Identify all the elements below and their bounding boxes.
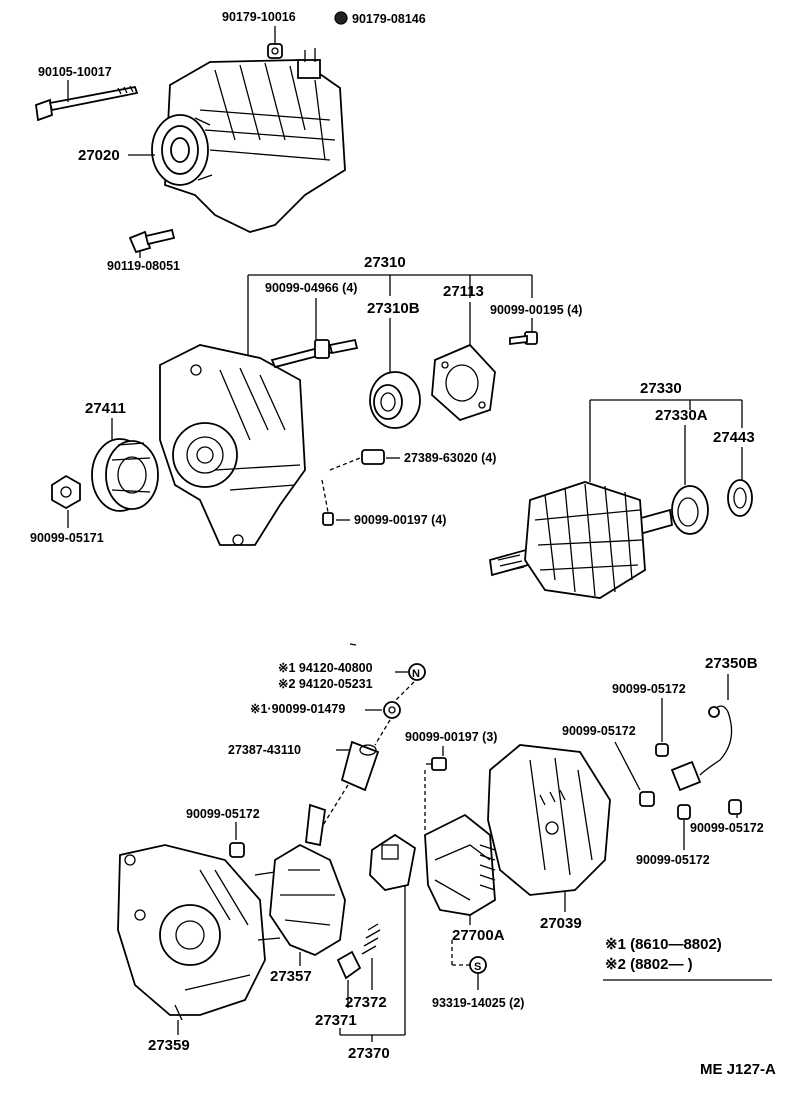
part-label-27357: 27357 bbox=[270, 968, 312, 985]
part-label-90099-05172-upper: 90099-05172 bbox=[612, 682, 686, 696]
part-label-27371: 27371 bbox=[315, 1012, 357, 1029]
part-label-27370: 27370 bbox=[348, 1045, 390, 1062]
screw-icon bbox=[426, 757, 447, 771]
part-label-90179-08146: 90179-08146 bbox=[352, 12, 426, 26]
screw-icon bbox=[509, 331, 538, 346]
bearing-cover-icon bbox=[727, 479, 753, 517]
nut-icon bbox=[677, 804, 691, 820]
part-label-27350B: 27350B bbox=[705, 655, 758, 672]
part-label-90099-00197-4: 90099-00197 (4) bbox=[354, 513, 446, 527]
bolt-icon bbox=[128, 228, 176, 254]
part-label-27113: 27113 bbox=[443, 283, 484, 300]
part-label-27387-43110: 27387-43110 bbox=[228, 743, 301, 757]
part-label-90099-05172-mid: 90099-05172 bbox=[562, 724, 636, 738]
part-label-27443: 27443 bbox=[713, 429, 755, 446]
stud-bolt-icon bbox=[270, 338, 359, 369]
diagram-code: ME J127-A bbox=[700, 1061, 776, 1078]
part-label-90099-05171: 90099-05171 bbox=[30, 531, 104, 545]
nut-symbol: N bbox=[412, 668, 420, 680]
part-label-94120-40800: ※1 94120-40800 bbox=[278, 661, 373, 675]
washer-icon bbox=[383, 701, 401, 719]
part-label-27310B: 27310B bbox=[367, 300, 420, 317]
part-label-90105-10017: 90105-10017 bbox=[38, 65, 112, 79]
part-label-27330: 27330 bbox=[640, 380, 682, 397]
voltage-regulator-drawing bbox=[424, 813, 496, 916]
part-label-90099-01479: ※1·90099-01479 bbox=[250, 702, 345, 716]
retainer-plate-icon bbox=[431, 343, 496, 422]
part-label-90099-04966: 90099-04966 (4) bbox=[265, 281, 357, 295]
nut-icon bbox=[51, 474, 81, 510]
nut-icon bbox=[229, 842, 245, 858]
brush-holder-drawing bbox=[369, 833, 416, 891]
part-label-27359: 27359 bbox=[148, 1037, 190, 1054]
through-bolt-icon bbox=[35, 85, 139, 122]
part-label-90099-05172-lower: 90099-05172 bbox=[636, 853, 710, 867]
terminal-insulator-icon bbox=[340, 740, 380, 792]
part-label-27330A: 27330A bbox=[655, 407, 708, 424]
drive-end-frame-drawing bbox=[159, 344, 306, 546]
legend-note-2: ※2 (8802— ) bbox=[605, 956, 693, 973]
part-label-27372: 27372 bbox=[345, 994, 387, 1011]
part-label-90099-05172-right: 90099-05172 bbox=[690, 821, 764, 835]
part-label-94120-05231: ※2 94120-05231 bbox=[278, 677, 373, 691]
part-label-27700A: 27700A bbox=[452, 927, 505, 944]
rotor-bearing-icon bbox=[671, 485, 709, 535]
part-label-27039: 27039 bbox=[540, 915, 582, 932]
nut-icon bbox=[655, 743, 669, 757]
pulley-icon bbox=[91, 438, 159, 512]
alternator-assembly-drawing bbox=[151, 48, 346, 233]
part-label-90179-10016: 90179-10016 bbox=[222, 10, 296, 24]
spacer-collar-icon bbox=[361, 449, 385, 465]
nut-icon bbox=[334, 11, 348, 25]
part-label-27020: 27020 bbox=[78, 147, 120, 164]
nut-icon bbox=[267, 43, 283, 59]
production-date-legend: ※1 (8610—8802) ※2 (8802— ) bbox=[603, 936, 772, 981]
screw-s-symbol-icon: S bbox=[469, 956, 487, 974]
terminal-lead-drawing bbox=[670, 705, 733, 792]
part-label-27389-63020: 27389-63020 (4) bbox=[404, 451, 496, 465]
screw-symbol: S bbox=[474, 961, 481, 973]
legend-note-1: ※1 (8610—8802) bbox=[605, 936, 722, 953]
brush-icon bbox=[336, 950, 362, 980]
part-label-90099-00197-3: 90099-00197 (3) bbox=[405, 730, 497, 744]
bearing-icon bbox=[369, 371, 421, 429]
rectifier-holder-drawing bbox=[269, 803, 346, 957]
nut-icon bbox=[639, 791, 655, 807]
part-label-90099-00195: 90099-00195 (4) bbox=[490, 303, 582, 317]
nut-n-symbol-icon: N bbox=[408, 663, 426, 681]
rotor-assembly-drawing bbox=[489, 481, 673, 599]
part-label-27310: 27310 bbox=[364, 254, 406, 271]
part-label-90099-05172-left: 90099-05172 bbox=[186, 807, 260, 821]
part-label-90119-08051: 90119-08051 bbox=[107, 259, 180, 273]
part-label-93319-14025: 93319-14025 (2) bbox=[432, 996, 524, 1010]
rear-end-cover-drawing bbox=[487, 744, 611, 896]
screw-icon bbox=[322, 512, 334, 526]
brush-spring-icon bbox=[361, 923, 381, 955]
rectifier-end-frame-drawing bbox=[117, 844, 281, 1021]
nut-icon bbox=[728, 799, 742, 815]
part-label-27411: 27411 bbox=[85, 400, 126, 417]
